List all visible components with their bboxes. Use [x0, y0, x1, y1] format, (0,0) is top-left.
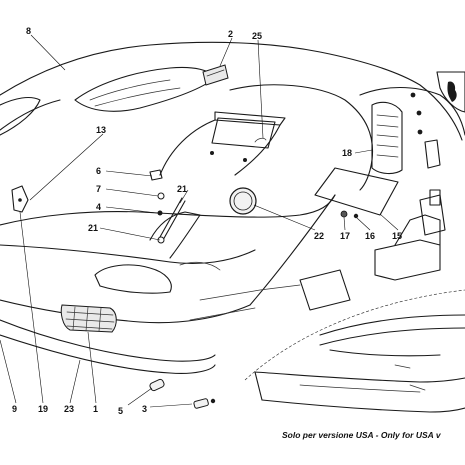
callout-23: 23 — [64, 404, 74, 414]
callout-9: 9 — [12, 404, 17, 414]
front-body-panel — [0, 41, 465, 374]
callout-5: 5 — [118, 406, 123, 416]
part-15-side-panel — [314, 167, 399, 216]
part-17-bolt — [340, 210, 348, 218]
part-7-screw — [157, 192, 165, 200]
callout-18: 18 — [342, 148, 352, 158]
callout-1: 1 — [93, 404, 98, 414]
callout-21-lower: 21 — [88, 223, 98, 233]
callout-2: 2 — [228, 29, 233, 39]
part-19-hinge — [11, 185, 29, 213]
part-2-small-vent — [202, 64, 229, 86]
part-6-latch — [149, 169, 163, 181]
part-21-strut — [157, 197, 186, 244]
callout-4: 4 — [96, 202, 101, 212]
support-bracket-right — [189, 194, 446, 321]
part-3-pin — [193, 398, 216, 409]
usa-version-inset — [244, 289, 465, 413]
usa-version-note: Solo per versione USA - Only for USA v — [282, 430, 442, 440]
callout-17: 17 — [340, 231, 350, 241]
callout-15: 15 — [392, 231, 402, 241]
part-5-bumper-stop — [149, 378, 165, 392]
leader-lines — [0, 34, 399, 408]
part-1-front-mesh-grille — [60, 304, 117, 333]
part-4-screw — [157, 210, 163, 216]
callout-3: 3 — [142, 404, 147, 414]
part-18-side-grille — [371, 101, 403, 175]
callout-labels: 8 2 25 13 6 7 4 21 21 22 18 17 16 15 9 1… — [12, 26, 402, 416]
callout-21-upper: 21 — [177, 184, 187, 194]
fastener-stack-right — [210, 92, 441, 206]
callout-19: 19 — [38, 404, 48, 414]
callout-8: 8 — [26, 26, 31, 36]
callout-25: 25 — [252, 31, 262, 41]
shield-badge — [436, 71, 465, 113]
callout-16: 16 — [365, 231, 375, 241]
callout-22: 22 — [314, 231, 324, 241]
part-22-round-cap — [229, 187, 257, 215]
callout-13: 13 — [96, 125, 106, 135]
part-16-nut — [353, 213, 359, 219]
callout-6: 6 — [96, 166, 101, 176]
callout-7: 7 — [96, 184, 101, 194]
part-25-cover — [211, 117, 276, 149]
